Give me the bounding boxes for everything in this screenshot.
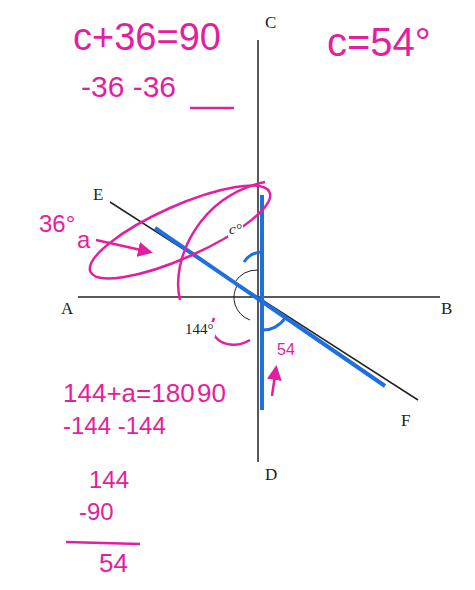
handwritten-note: a — [76, 228, 91, 252]
angle-label: c° — [228, 222, 243, 237]
handwritten-note: -90 — [78, 500, 115, 524]
magenta-scribble — [178, 182, 265, 300]
magenta-arrow — [272, 368, 276, 396]
point-label: E — [92, 186, 104, 203]
blue-mark — [262, 318, 285, 330]
magenta-scribble — [212, 318, 250, 345]
point-label: D — [264, 466, 278, 483]
point-label: A — [60, 300, 74, 317]
handwritten-note: -36 -36 — [80, 72, 177, 102]
handwritten-note: 144 — [88, 468, 130, 492]
magenta-scribble — [80, 168, 280, 295]
magenta-underline — [66, 542, 140, 544]
handwritten-note: 36° — [38, 212, 76, 236]
angle-label: 144° — [184, 322, 215, 337]
handwritten-note: c+36=90 — [72, 18, 222, 56]
magenta-arrow — [96, 240, 150, 252]
handwritten-note: 54 — [98, 550, 129, 576]
handwritten-note: -144 -144 — [62, 414, 167, 438]
handwritten-note: c=54° — [326, 22, 432, 62]
magenta-underline — [190, 107, 234, 110]
blue-mark — [244, 252, 262, 262]
blue-mark — [155, 228, 385, 386]
point-label: F — [400, 412, 411, 429]
point-label: C — [264, 14, 277, 31]
point-label: B — [440, 300, 453, 317]
angle-arc — [235, 270, 258, 282]
handwritten-note: 54 — [276, 342, 296, 358]
handwritten-note: 90 — [196, 380, 227, 406]
handwritten-note: 144+a=180 — [62, 380, 196, 406]
